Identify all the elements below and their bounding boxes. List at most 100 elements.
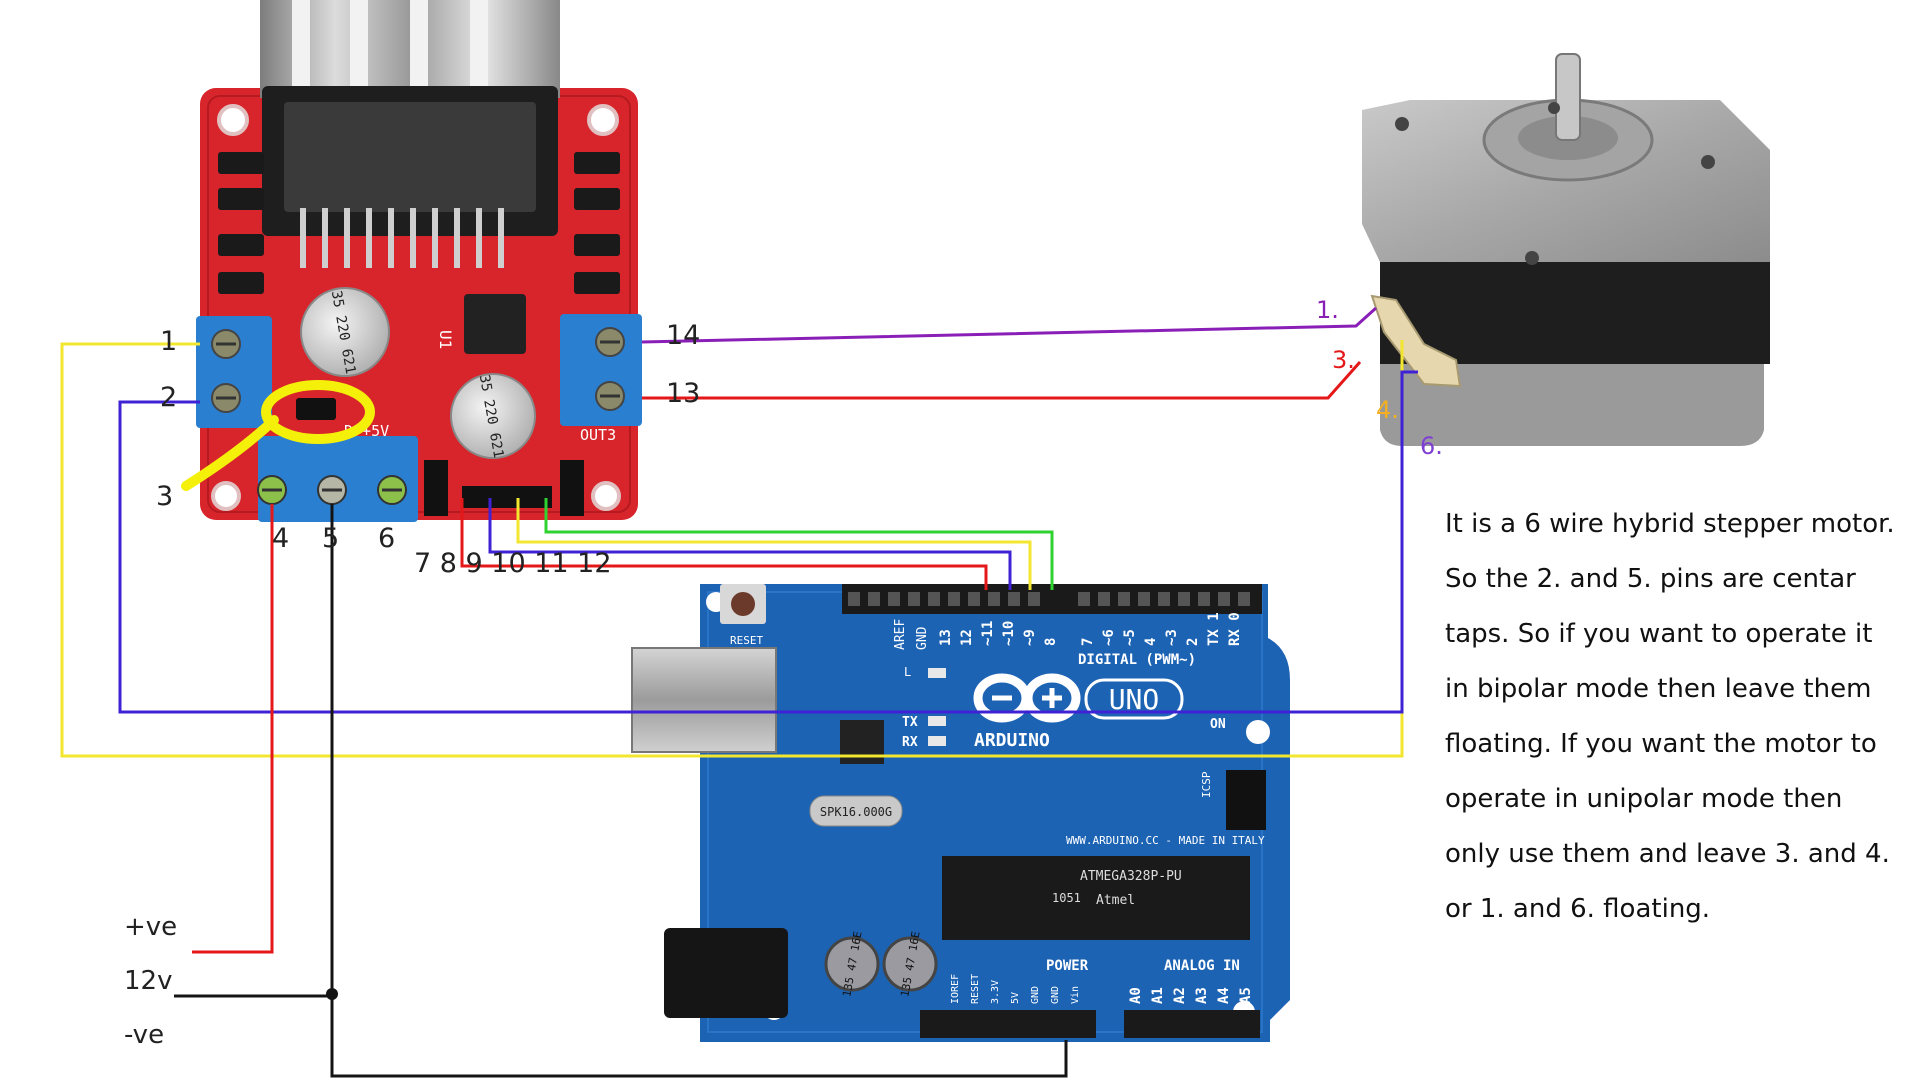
- motor-wire-1: 1.: [1316, 296, 1339, 324]
- wire-blue-out2: [118, 370, 1418, 714]
- driver-pin-1: 1: [160, 326, 178, 357]
- motor-wire-6: 6.: [1420, 432, 1443, 460]
- ecap-1: 135 47 16E: [824, 930, 880, 998]
- svg-text:ATMEGA328P-PU: ATMEGA328P-PU: [1080, 869, 1182, 884]
- crystal: [809, 795, 903, 827]
- svg-text:GND: GND: [915, 626, 930, 650]
- motor-wire-4: 4.: [1376, 396, 1399, 424]
- heatsink: [260, 0, 560, 236]
- wire-blue-in2: [488, 498, 1012, 590]
- pin-label: A5: [1238, 987, 1254, 1004]
- pin-label: GND: [1030, 986, 1041, 1004]
- driver-pins-7-12: 7 8 9 10 11 12: [414, 548, 612, 579]
- capacitor-bottom: 35 220 621: [450, 373, 536, 459]
- wire-black-gnd: [330, 504, 1068, 1078]
- pin-label: A4: [1216, 987, 1232, 1004]
- mount-hole: [211, 481, 241, 511]
- driver-pin-5: 5: [322, 523, 340, 554]
- pin-label: 5V: [1010, 992, 1021, 1004]
- supply-12v: 12v: [124, 966, 173, 996]
- ecap-2: 135 47 16E: [882, 930, 938, 998]
- arduino-label: ARDUINO: [974, 730, 1050, 751]
- jumper-annotation: [181, 380, 375, 491]
- pin-label: A0: [1128, 987, 1144, 1004]
- pin-label: 13: [938, 629, 954, 646]
- svg-text:Atmel: Atmel: [1096, 893, 1135, 908]
- svg-text:U1: U1: [436, 330, 455, 349]
- arduino-logo-symbols: [992, 688, 1062, 708]
- supply-negative: -ve: [124, 1020, 165, 1050]
- wire-red-in1: [460, 498, 988, 590]
- driver-pin-3: 3: [156, 481, 174, 512]
- uno-badge: [1084, 678, 1184, 720]
- mount-hole: [217, 104, 249, 136]
- pin-label: A1: [1150, 987, 1166, 1004]
- stepper-motor: [1362, 53, 1770, 446]
- description-line: or 1. and 6. floating.: [1445, 894, 1711, 924]
- atmega-chip: ATMEGA328P-PU Atmel 1051: [942, 856, 1250, 940]
- pin-label: 2: [1185, 638, 1201, 646]
- power-header: [920, 1010, 1096, 1038]
- svg-text:TX: TX: [902, 715, 918, 730]
- pin-label: ~6: [1101, 629, 1117, 646]
- chip-legs: [300, 208, 504, 268]
- silk-out3: OUT3: [580, 426, 616, 444]
- motor-screw-hole: [1525, 251, 1539, 265]
- motor-connector: [1370, 294, 1462, 388]
- digital-header-pins: [848, 592, 1250, 606]
- diodes: [218, 152, 620, 294]
- description-line: floating. If you want the motor to: [1445, 729, 1877, 759]
- pin-label: 7: [1080, 638, 1096, 646]
- site-text: WWW.ARDUINO.CC - MADE IN ITALY: [1066, 834, 1265, 847]
- pin-label: TX 1: [1206, 612, 1222, 646]
- voltage-regulator: U1: [436, 294, 526, 354]
- dc-jack: [664, 928, 788, 1018]
- arduino-mount-hole: [1246, 720, 1270, 744]
- description-line: operate in unipolar mode then: [1445, 784, 1843, 814]
- wires: [60, 306, 1418, 1078]
- svg-text:ON: ON: [1210, 717, 1226, 732]
- pin-label: GND: [1050, 986, 1061, 1004]
- header-pins: [424, 460, 584, 516]
- svg-text:1051: 1051: [1052, 891, 1081, 905]
- wire-red-out13: [642, 361, 1362, 400]
- mount-hole: [587, 104, 619, 136]
- supply-positive: +ve: [124, 912, 178, 942]
- terminal-left: [196, 316, 272, 428]
- pin-label: 3.3V: [990, 980, 1001, 1004]
- driver-pin-13: 13: [666, 378, 701, 409]
- usb-connector: [631, 647, 777, 753]
- svg-text:ICSP: ICSP: [1200, 771, 1213, 798]
- description-line: It is a 6 wire hybrid stepper motor.: [1445, 509, 1895, 539]
- terminal-right: [560, 314, 642, 426]
- terminal-power: [257, 436, 418, 522]
- description-line: only use them and leave 3. and 4.: [1445, 839, 1890, 869]
- arduino-logo: [973, 673, 1081, 723]
- wire-purple-out14: [641, 306, 1378, 344]
- svg-text:L: L: [904, 665, 911, 679]
- driver-pin-4: 4: [272, 523, 290, 554]
- analog-label: ANALOG IN: [1164, 958, 1240, 974]
- svg-text:RESET: RESET: [730, 634, 763, 647]
- description-text: It is a 6 wire hybrid stepper motor. So …: [1445, 497, 1915, 937]
- icsp-header: [1226, 770, 1266, 830]
- status-leds: [928, 668, 946, 746]
- motor-screw-hole: [1548, 102, 1560, 114]
- power-label: POWER: [1046, 958, 1089, 974]
- wire-yellow-in3: [516, 498, 1032, 590]
- pin-label: ~3: [1164, 629, 1180, 646]
- description-line: in bipolar mode then leave them: [1445, 674, 1872, 704]
- analog-header: [1124, 1010, 1260, 1038]
- pin-label: 12: [959, 629, 975, 646]
- wire-red-supply: [192, 504, 274, 954]
- digital-label: DIGITAL (PWM~): [1078, 652, 1196, 668]
- pin-label: IOREF: [950, 974, 961, 1004]
- pin-label: A3: [1194, 987, 1210, 1004]
- mount-hole: [591, 481, 621, 511]
- svg-text:SPK16.000G: SPK16.000G: [820, 805, 892, 819]
- motor-shaft: [1555, 53, 1581, 141]
